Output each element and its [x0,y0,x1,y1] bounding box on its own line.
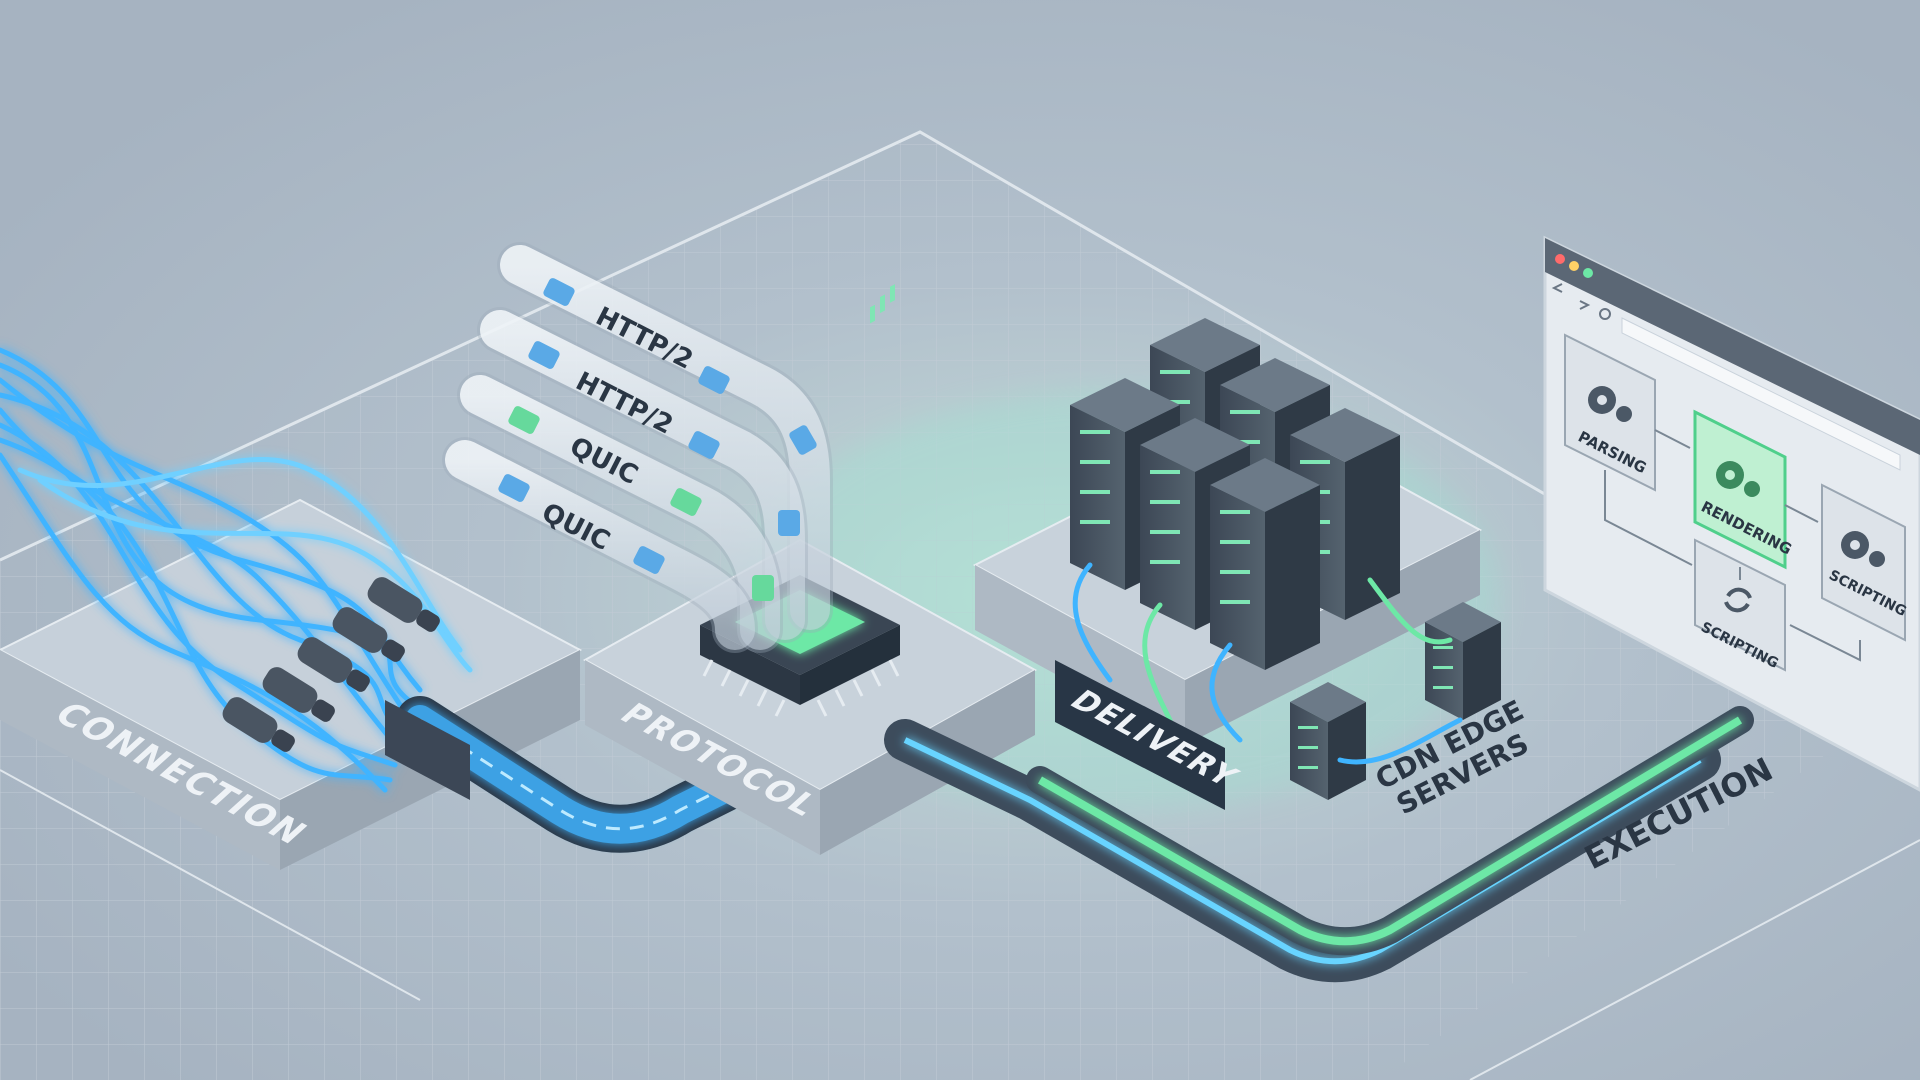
address-bar [1621,317,1901,471]
vent-marks [870,284,895,324]
scripting-box-right: SCRIPTING [1821,483,1909,642]
server-racks [1070,318,1501,800]
browser-window: PARSING RENDERING SCRIPTING SCRIPTING [1543,235,1920,792]
window-min-dot [1569,261,1579,271]
edge-server-icon [1425,602,1501,720]
gear-icon [1588,386,1632,422]
data-packets [498,278,817,601]
flow-arrows [1604,429,1861,662]
fiber-cables [0,347,473,793]
gear-icon [1716,461,1760,497]
cable-connectors [222,577,440,752]
window-close-dot [1555,254,1565,264]
edge-server-icon [1290,682,1366,800]
window-max-dot [1583,268,1593,278]
data-bus-connection-to-protocol [385,696,804,853]
browser-nav-icons [1551,283,1611,320]
server-cables [1072,562,1463,765]
delivery-to-execution-pipes [884,706,1754,983]
gear-icon [1841,531,1885,567]
refresh-icon [1724,587,1752,613]
server-rack-icon [1210,458,1320,670]
